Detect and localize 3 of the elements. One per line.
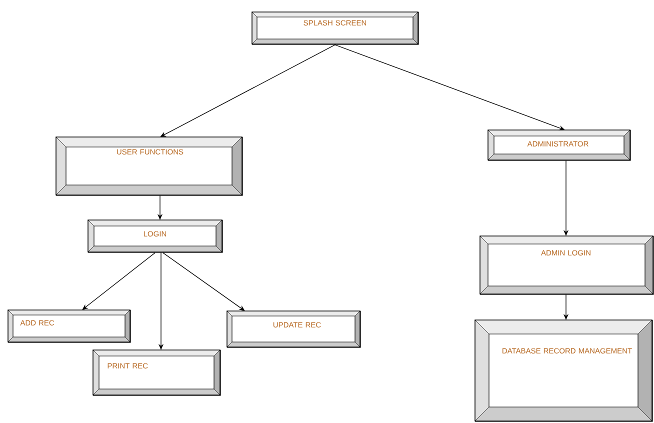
arrow (160, 44, 336, 137)
arrow (82, 252, 156, 310)
arrow (162, 252, 245, 311)
